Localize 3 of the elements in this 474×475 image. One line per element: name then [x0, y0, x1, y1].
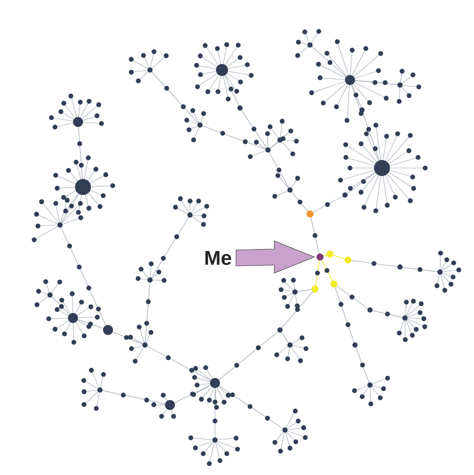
highlighted-node	[316, 254, 324, 260]
block-arrow	[236, 240, 316, 274]
node-label: Me	[205, 251, 232, 265]
